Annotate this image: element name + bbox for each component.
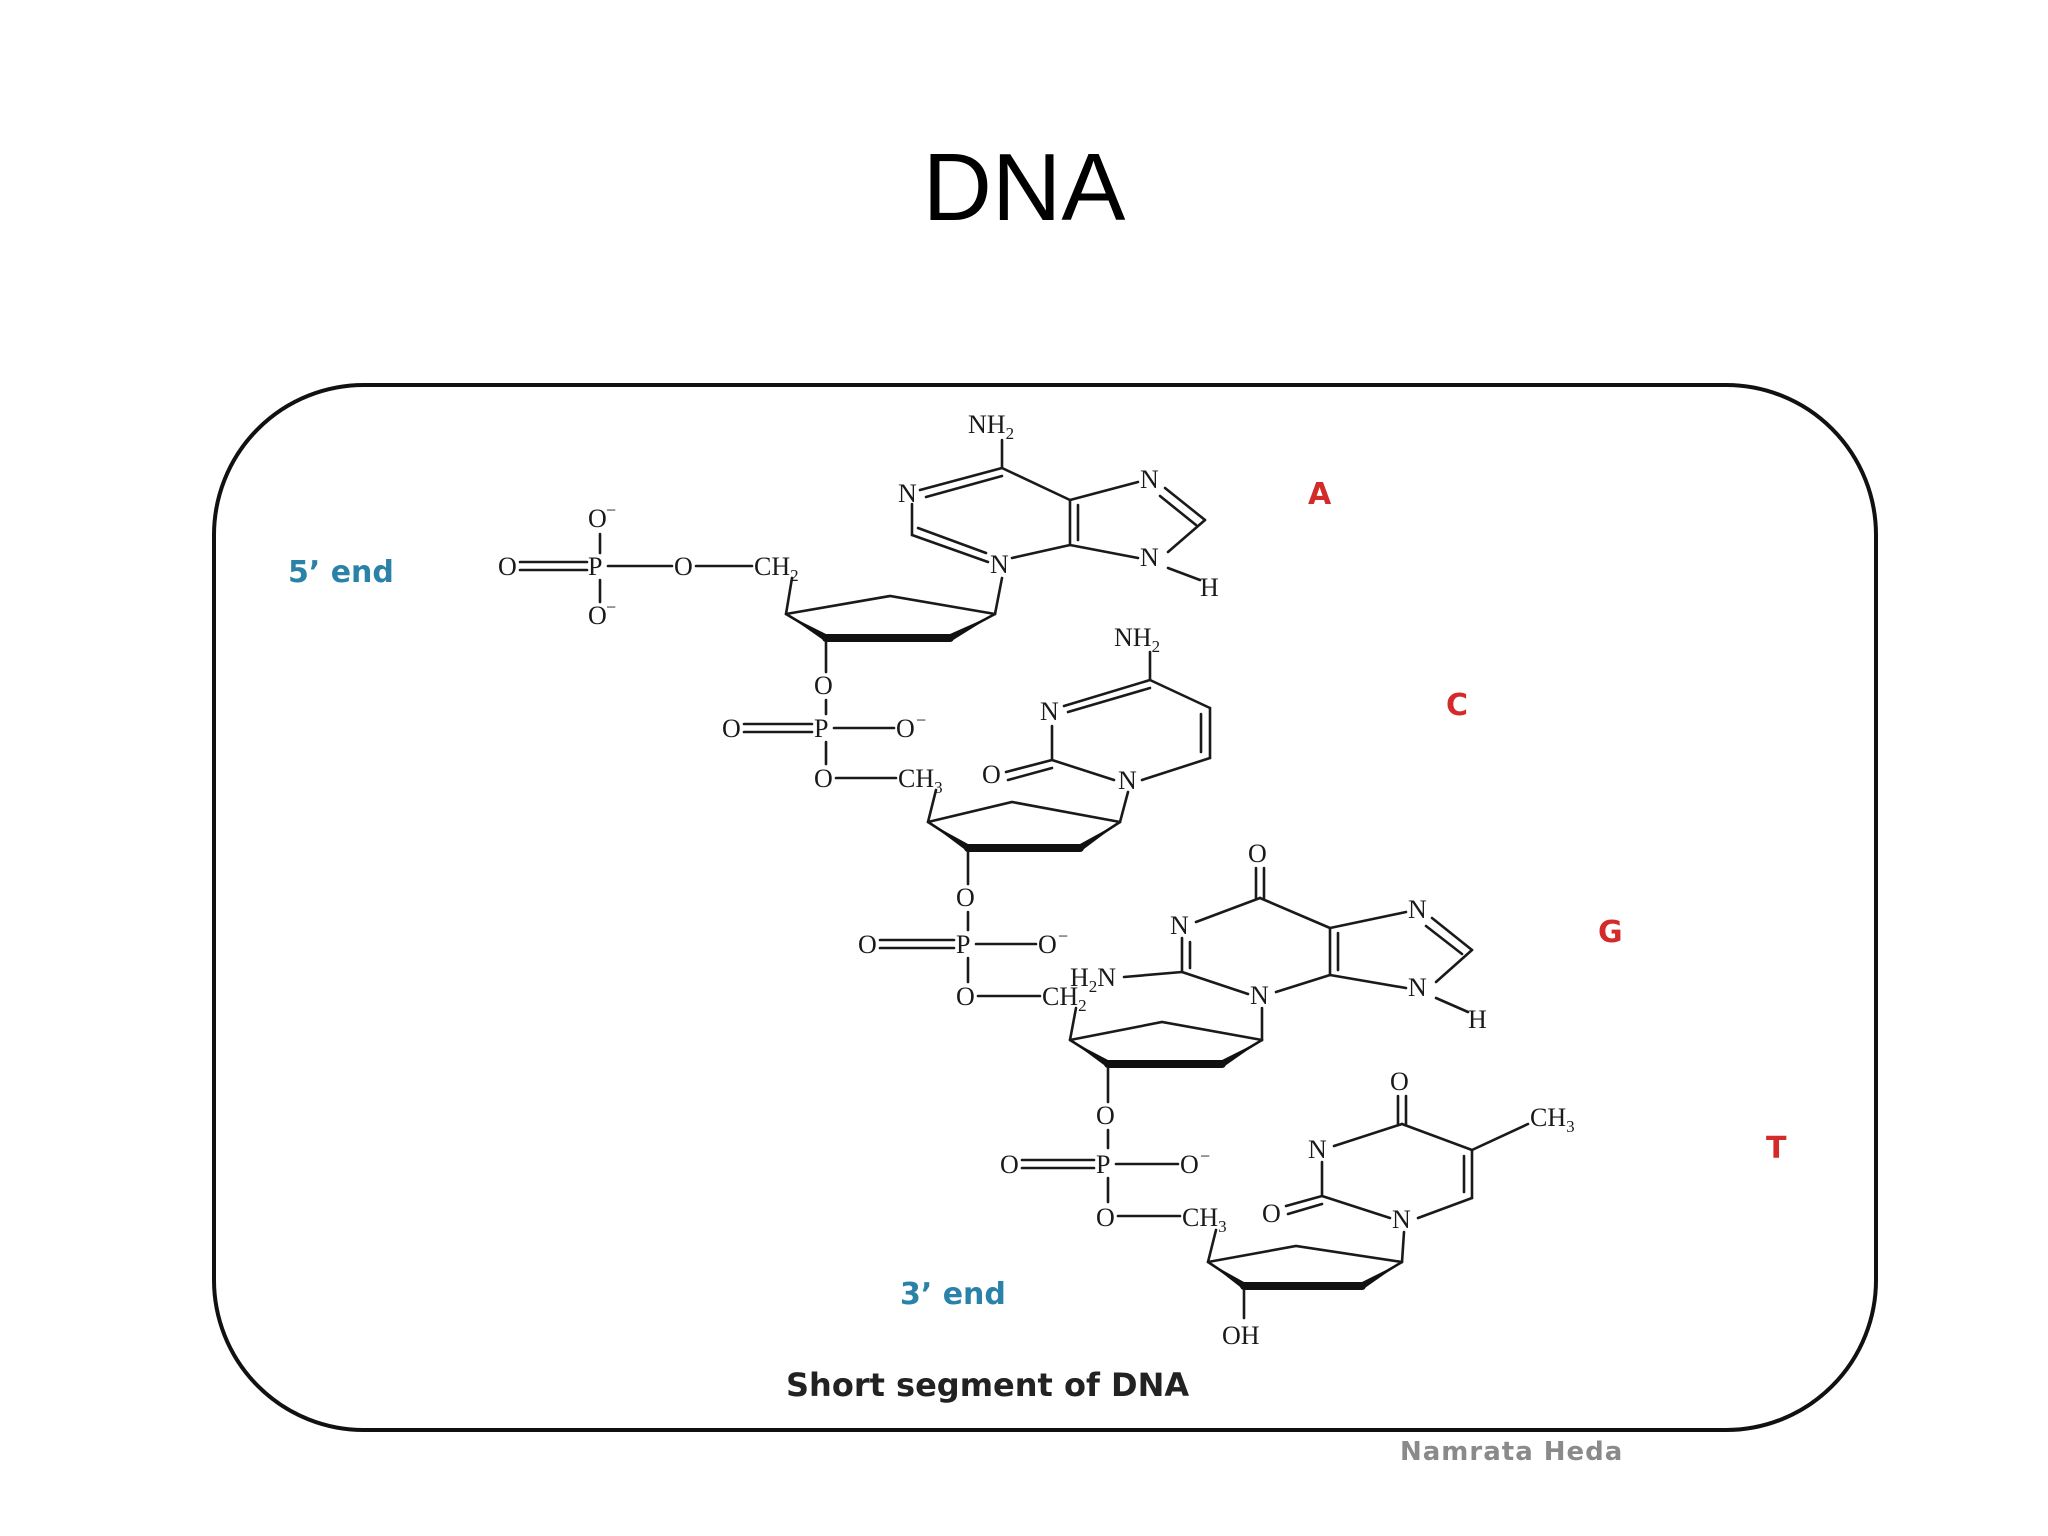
atom-n: N xyxy=(1140,465,1159,494)
atom-n: N xyxy=(1250,981,1269,1010)
phosphate-group-5prime: O − O P O O − xyxy=(498,500,754,630)
atom-o: O xyxy=(982,760,1001,789)
five-prime-label: 5’ end xyxy=(288,555,394,590)
atom-h2n: H2N xyxy=(1070,963,1116,996)
guanine-base: O N N H2N N N H xyxy=(1070,839,1487,1034)
atom-o: O xyxy=(1096,1101,1115,1130)
atom-o: O xyxy=(722,714,741,743)
sugar-ring-guanine xyxy=(1068,1006,1264,1068)
base-letter-a: A xyxy=(1308,477,1332,512)
atom-p: P xyxy=(1096,1150,1110,1179)
atom-o: O xyxy=(588,504,607,533)
atom-o: O xyxy=(956,883,975,912)
three-prime-label: 3’ end xyxy=(900,1277,1006,1312)
atom-o: O xyxy=(814,764,833,793)
atom-ch3: CH3 xyxy=(1530,1103,1575,1136)
atom-o: O xyxy=(1248,839,1267,868)
base-letter-t: T xyxy=(1766,1131,1787,1166)
atom-o: O xyxy=(1180,1150,1199,1179)
atom-n: N xyxy=(990,550,1009,579)
charge-minus: − xyxy=(916,710,926,730)
atom-o: O xyxy=(1390,1067,1409,1096)
atom-n: N xyxy=(1408,895,1427,924)
charge-minus: − xyxy=(1200,1146,1210,1166)
sugar-ring-cytosine xyxy=(926,790,1130,852)
cytosine-base: NH2 N N O xyxy=(982,623,1212,795)
atom-h: H xyxy=(1200,573,1219,602)
sugar-ring-thymine xyxy=(1206,1230,1406,1320)
atom-n: N xyxy=(1040,697,1059,726)
atom-ch2: CH2 xyxy=(754,552,799,585)
atom-o: O xyxy=(588,601,607,630)
atom-ch3: CH3 xyxy=(898,764,943,797)
atom-n: N xyxy=(1392,1205,1411,1234)
cytosine-nucleotide: CH3 NH2 N N O xyxy=(898,623,1468,852)
atom-o: O xyxy=(498,552,517,581)
atom-o: O xyxy=(814,671,833,700)
adenine-base: NH2 N N N N H xyxy=(898,410,1219,602)
diagram-frame xyxy=(212,383,1878,1432)
atom-n: N xyxy=(1408,973,1427,1002)
atom-p: P xyxy=(956,930,970,959)
atom-o: O xyxy=(1000,1150,1019,1179)
atom-o: O xyxy=(956,982,975,1011)
phosphodiester-linkage-3: O O P O − O xyxy=(1000,1066,1210,1232)
charge-minus: − xyxy=(606,597,616,617)
atom-o: O xyxy=(858,930,877,959)
atom-n: N xyxy=(1140,543,1159,572)
atom-o: O xyxy=(1096,1203,1115,1232)
atom-o: O xyxy=(674,552,693,581)
atom-n: N xyxy=(1308,1135,1327,1164)
atom-h: H xyxy=(1468,1005,1487,1034)
thymine-nucleotide: CH3 OH O N N O CH3 xyxy=(1182,1067,1787,1350)
slide-title: DNA xyxy=(922,134,1126,241)
phosphodiester-linkage-1: O O P O − O xyxy=(722,640,926,793)
atom-p: P xyxy=(588,552,602,581)
base-letter-g: G xyxy=(1598,915,1623,950)
adenine-nucleotide: O − O P O O − CH2 xyxy=(498,410,1332,642)
charge-minus: − xyxy=(606,500,616,520)
phosphodiester-linkage-2: O O P O − O xyxy=(858,850,1068,1011)
sugar-ring-adenine xyxy=(784,576,1004,642)
atom-oh: OH xyxy=(1222,1321,1260,1350)
atom-o: O xyxy=(1038,930,1057,959)
diagram-caption: Short segment of DNA xyxy=(786,1366,1189,1404)
author-credit: Namrata Heda xyxy=(1400,1437,1623,1467)
charge-minus: − xyxy=(1058,926,1068,946)
atom-o: O xyxy=(896,714,915,743)
thymine-base: O N N O CH3 xyxy=(1262,1067,1575,1234)
atom-nh2: NH2 xyxy=(1114,623,1160,656)
atom-o: O xyxy=(1262,1199,1281,1228)
base-letter-c: C xyxy=(1446,688,1468,723)
atom-ch3: CH3 xyxy=(1182,1203,1227,1236)
guanine-nucleotide: CH2 O N N H2N N N H xyxy=(1042,839,1623,1068)
atom-n: N xyxy=(1118,766,1137,795)
atom-n: N xyxy=(898,479,917,508)
atom-p: P xyxy=(814,714,828,743)
atom-ch2: CH2 xyxy=(1042,982,1087,1015)
atom-nh2: NH2 xyxy=(968,410,1014,443)
atom-n: N xyxy=(1170,911,1189,940)
